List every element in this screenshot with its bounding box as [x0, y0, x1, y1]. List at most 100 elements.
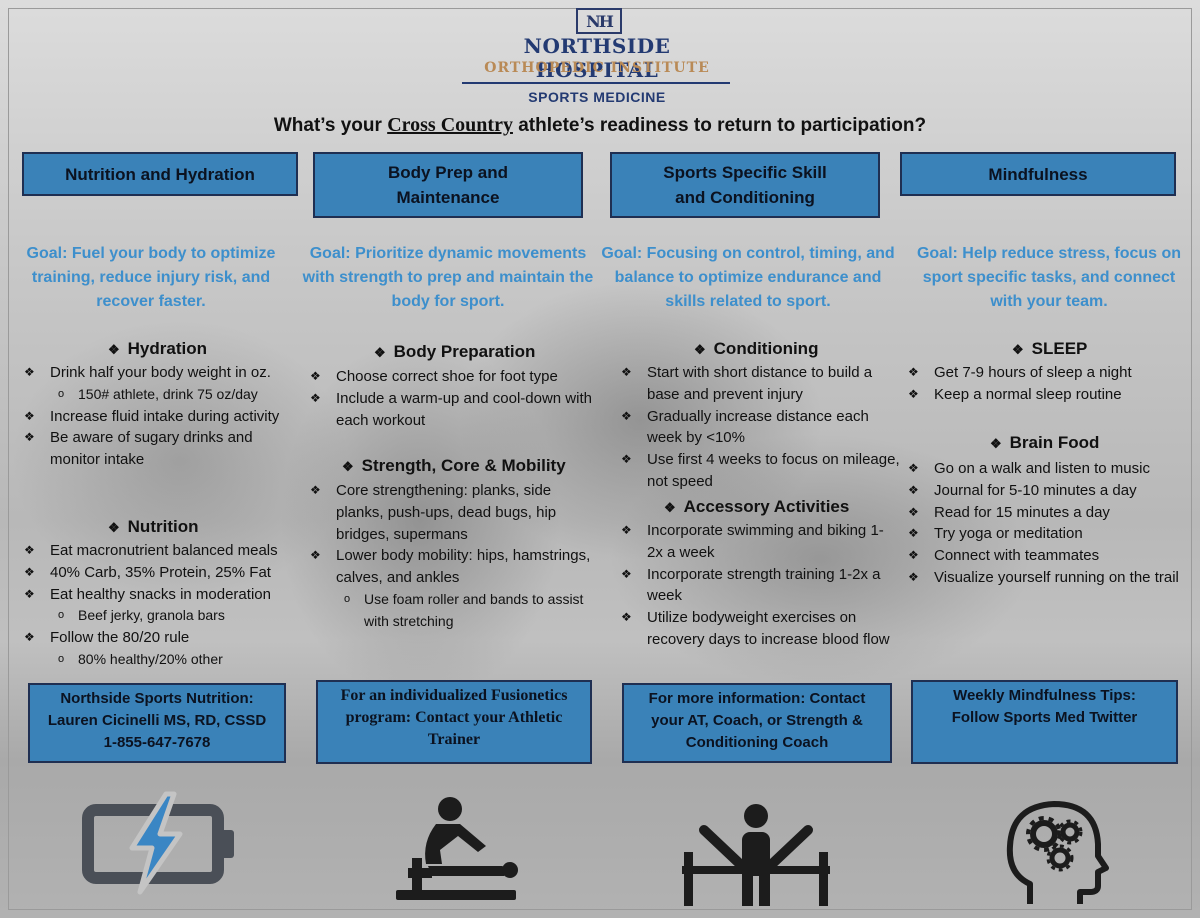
list-item-text: Keep a normal sleep routine — [934, 385, 1122, 403]
list-item-text: Lower body mobility: hips, hamstrings, c… — [336, 547, 591, 587]
list-accessory: ❖Incorporate swimming and biking 1-2x a … — [621, 520, 891, 651]
brand-institute: ORTHOPEDIC INSTITUTE — [484, 60, 710, 76]
battery-bolt-icon — [82, 791, 234, 895]
list-sleep: ❖Get 7-9 hours of sleep a night ❖Keep a … — [908, 362, 1188, 406]
list-item: ❖Visualize yourself running on the trail — [908, 568, 1179, 586]
list-item-text: Follow the 80/20 rule — [50, 629, 190, 647]
section-title-text: Body Preparation — [393, 342, 536, 361]
list-item: ❖Start with short distance to build a ba… — [621, 364, 873, 403]
list-item: ❖Eat macronutrient balanced meals — [24, 542, 278, 559]
section-title-text: Conditioning — [713, 339, 819, 358]
list-item-text: Choose correct shoe for foot type — [336, 368, 558, 385]
section-title-strength: ❖Strength, Core & Mobility — [342, 456, 566, 475]
list-item: ❖Gradually increase distance each week b… — [621, 407, 869, 447]
list-item: ❖Connect with teammates — [908, 547, 1100, 565]
list-item-text: Journal for 5-10 minutes a day — [934, 481, 1137, 499]
brand-department: SPORTS MEDICINE — [528, 89, 666, 105]
section-title-conditioning: ❖Conditioning — [694, 339, 819, 358]
footer-fusionetics: For an individualized Fusionetics progra… — [316, 680, 592, 764]
section-title-text: Brain Food — [1009, 433, 1100, 452]
list-item: ❖Incorporate strength training 1-2x a we… — [621, 565, 881, 605]
section-title-sleep: ❖SLEEP — [1012, 339, 1088, 358]
list-item: ❖40% Carb, 35% Protein, 25% Fat — [24, 563, 271, 581]
list-item-text: Read for 15 minutes a day — [934, 503, 1110, 521]
list-item: ❖Keep a normal sleep routine — [908, 385, 1122, 403]
goal-mindfulness: Goal: Help reduce stress, focus on sport… — [916, 245, 1182, 310]
column-header-nutrition: Nutrition and Hydration — [22, 152, 298, 196]
list-item-text: Connect with teammates — [934, 547, 1100, 565]
headline-post: athlete’s readiness to return to partici… — [512, 115, 927, 136]
list-item-text: Eat macronutrient balanced meals — [50, 542, 278, 559]
section-title-brain-food: ❖Brain Food — [990, 433, 1100, 452]
brand-divider — [462, 82, 730, 84]
section-title-text: SLEEP — [1031, 339, 1088, 358]
list-nutrition: ❖Eat macronutrient balanced meals ❖40% C… — [24, 540, 314, 671]
list-item-text: Be aware of sugary drinks and monitor in… — [50, 429, 253, 469]
column-header-skill: Sports Specific Skill and Conditioning — [610, 152, 880, 218]
list-item-text: Gradually increase distance each week by… — [647, 407, 869, 447]
list-conditioning: ❖Start with short distance to build a ba… — [621, 362, 903, 493]
list-item-text: Utilize bodyweight exercises on recovery… — [647, 609, 890, 648]
section-title-text: Nutrition — [127, 517, 199, 536]
hospital-logo-mark: NH — [576, 8, 622, 34]
list-brain-food: ❖Go on a walk and listen to music ❖Journ… — [908, 458, 1180, 589]
headline-pre: What’s your — [273, 115, 388, 136]
list-body-preparation: ❖Choose correct shoe for foot type ❖Incl… — [310, 366, 600, 431]
footer-more-info: For more information: Contact your AT, C… — [622, 683, 892, 763]
section-title-text: Hydration — [127, 339, 207, 358]
weightlifting-icon — [682, 804, 830, 906]
page-headline: What’s your Cross Country athlete’s read… — [40, 114, 1160, 137]
list-item-text: Try yoga or meditation — [934, 525, 1083, 543]
goal-skill: Goal: Focusing on control, timing, and b… — [601, 245, 895, 310]
list-item-text: Use first 4 weeks to focus on mileage, n… — [647, 451, 900, 490]
section-title-body-preparation: ❖Body Preparation — [374, 342, 536, 361]
list-item-text: Go on a walk and listen to music — [934, 460, 1150, 477]
list-item-text: Get 7-9 hours of sleep a night — [934, 364, 1132, 381]
list-item: ❖Drink half your body weight in oz. — [24, 364, 271, 381]
list-item-text: Incorporate strength training 1-2x a wee… — [647, 565, 881, 605]
list-item: ❖Be aware of sugary drinks and monitor i… — [24, 429, 253, 469]
brand-name: NORTHSIDE HOSPITAL — [523, 34, 671, 82]
section-title-text: Accessory Activities — [683, 497, 850, 516]
list-subitem-text: 80% healthy/20% other — [78, 650, 223, 667]
head-gears-icon — [1006, 801, 1109, 904]
list-item-text: Eat healthy snacks in moderation — [50, 585, 271, 603]
footer-nutrition-contact: Northside Sports Nutrition: Lauren Cicin… — [28, 683, 286, 763]
list-subitem-text: Use foam roller and bands to assist with… — [364, 590, 584, 629]
list-item: ❖Read for 15 minutes a day — [908, 503, 1110, 521]
headline-sport: Cross Country — [387, 114, 513, 136]
list-item: ❖Follow the 80/20 rule — [24, 629, 190, 647]
list-item: ❖Include a warm-up and cool-down with ea… — [310, 389, 592, 429]
list-strength: ❖Core strengthening: planks, side planks… — [310, 480, 598, 633]
list-item-text: 40% Carb, 35% Protein, 25% Fat — [50, 563, 271, 581]
section-title-accessory: ❖Accessory Activities — [664, 497, 850, 516]
list-item-text: Drink half your body weight in oz. — [50, 364, 271, 381]
section-title-text: Strength, Core & Mobility — [361, 456, 566, 475]
section-title-nutrition: ❖Nutrition — [108, 517, 199, 536]
list-item: ❖Eat healthy snacks in moderation — [24, 585, 271, 603]
list-item-text: Core strengthening: planks, side planks,… — [336, 482, 557, 543]
list-item: ❖Utilize bodyweight exercises on recover… — [621, 609, 890, 648]
footer-mindfulness: Weekly Mindfulness Tips: Follow Sports M… — [911, 680, 1178, 764]
list-item: ❖Use first 4 weeks to focus on mileage, … — [621, 451, 900, 490]
list-item: ❖Increase fluid intake during activity — [24, 407, 280, 425]
list-item: ❖Get 7-9 hours of sleep a night — [908, 364, 1132, 381]
list-item: ❖Core strengthening: planks, side planks… — [310, 482, 557, 543]
list-item-text: Visualize yourself running on the trail — [934, 568, 1179, 586]
list-item-text: Start with short distance to build a bas… — [647, 364, 873, 403]
goal-body-prep: Goal: Prioritize dynamic movements with … — [302, 245, 594, 310]
list-subitem-text: Beef jerky, granola bars — [78, 607, 225, 624]
column-header-mindfulness: Mindfulness — [900, 152, 1176, 196]
list-item: ❖Choose correct shoe for foot type — [310, 368, 558, 385]
list-item: ❖Incorporate swimming and biking 1-2x a … — [621, 522, 884, 561]
list-item-text: Increase fluid intake during activity — [50, 407, 280, 425]
list-item-text: Incorporate swimming and biking 1-2x a w… — [647, 522, 884, 561]
massage-therapy-icon — [396, 797, 518, 900]
list-item-text: Include a warm-up and cool-down with eac… — [336, 389, 592, 429]
